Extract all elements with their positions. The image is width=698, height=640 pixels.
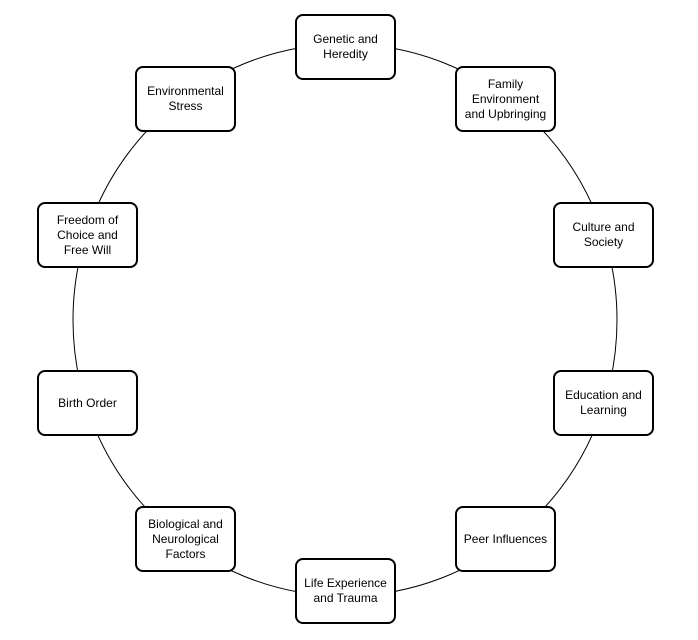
node-genetic-heredity: Genetic and Heredity — [295, 14, 396, 80]
node-label: Culture and Society — [572, 220, 635, 249]
node-peer-influences: Peer Influences — [455, 506, 556, 572]
node-label: Life Experience and Trauma — [304, 576, 387, 605]
node-biological-factors: Biological and Neurological Factors — [135, 506, 236, 572]
node-label: Family Environment and Upbringing — [464, 76, 547, 121]
node-label: Birth Order — [58, 395, 117, 410]
node-label: Peer Influences — [463, 531, 548, 546]
node-environmental-stress: Environmental Stress — [135, 66, 236, 132]
node-label: Genetic and Heredity — [313, 32, 378, 61]
node-label: Freedom of Choice and Free Will — [56, 212, 119, 257]
node-education-learning: Education and Learning — [553, 370, 654, 436]
node-free-will: Freedom of Choice and Free Will — [37, 202, 138, 268]
node-label: Biological and Neurological Factors — [148, 516, 223, 561]
node-culture-society: Culture and Society — [553, 202, 654, 268]
node-birth-order: Birth Order — [37, 370, 138, 436]
node-family-environment: Family Environment and Upbringing — [455, 66, 556, 132]
node-life-experience: Life Experience and Trauma — [295, 558, 396, 624]
node-label: Environmental Stress — [147, 84, 224, 113]
node-label: Education and Learning — [565, 388, 642, 417]
